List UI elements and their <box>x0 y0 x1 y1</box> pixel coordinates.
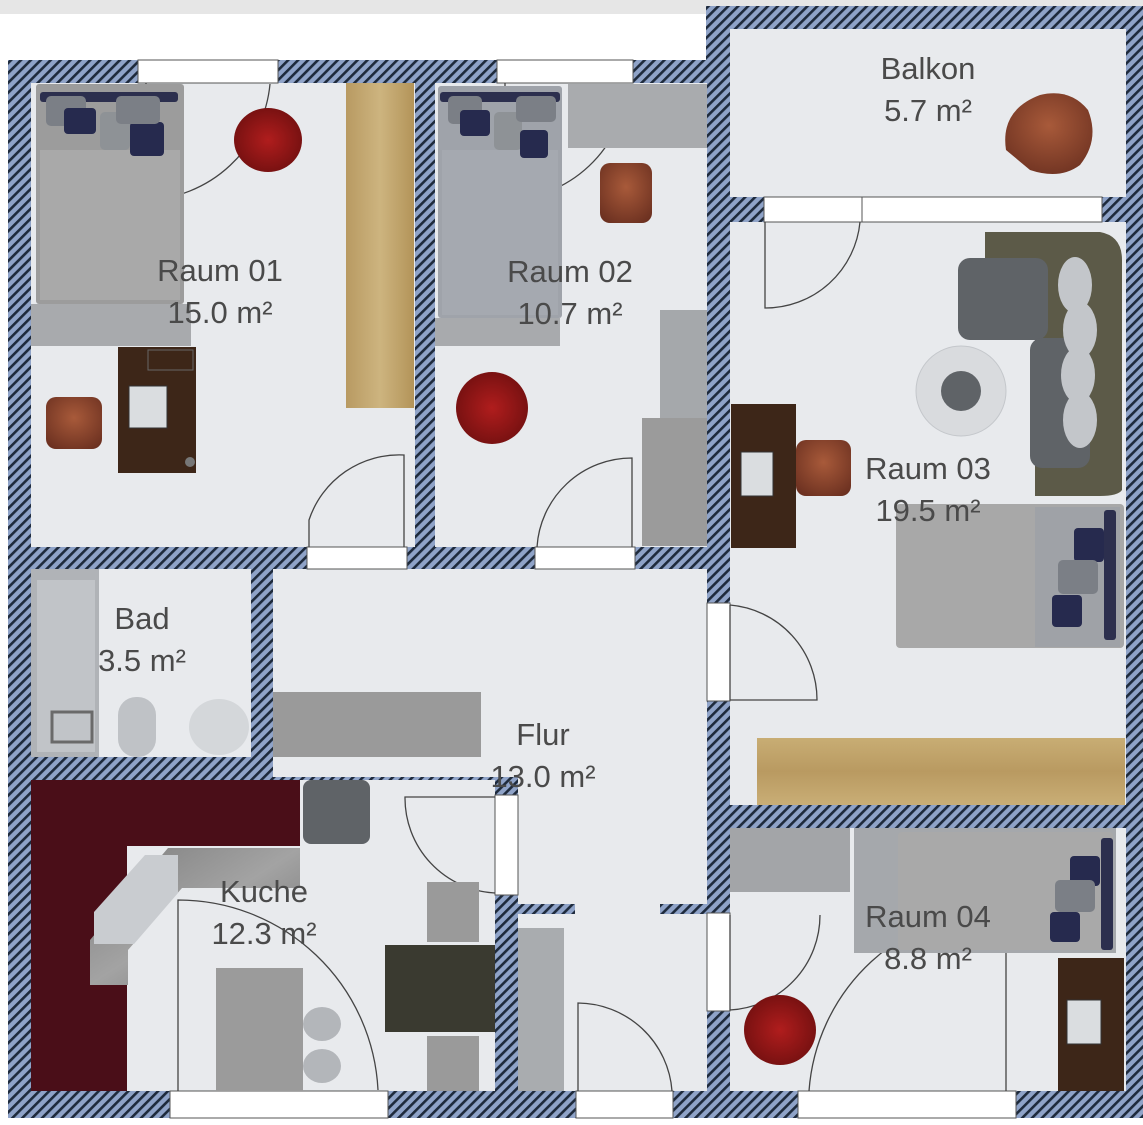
laptop <box>128 385 168 429</box>
toilet <box>118 697 156 757</box>
sink <box>189 699 249 755</box>
pillow-dark <box>64 108 96 134</box>
door-frame-raum-01 <box>306 546 408 570</box>
kuche-furniture <box>31 780 495 1091</box>
wardrobe-raum-02 <box>642 418 707 546</box>
window-flur <box>575 1090 674 1119</box>
desk-chair-raum-01 <box>46 397 102 449</box>
rug-raum-02 <box>435 318 560 346</box>
cabinet-raum-02 <box>660 310 707 418</box>
red-chair-raum-04 <box>744 995 816 1065</box>
window-balkon-2 <box>861 196 1103 223</box>
sideboard-flur <box>273 692 481 757</box>
wall-stub-flur <box>660 904 707 914</box>
window-raum-02 <box>496 59 634 84</box>
raum-02-furniture <box>435 84 707 546</box>
balkon-furniture <box>1005 93 1093 174</box>
window-balkon-1 <box>763 196 865 223</box>
wardrobe-raum-01 <box>346 83 414 408</box>
bad-furniture <box>31 569 249 757</box>
wardrobe-raum-03 <box>757 738 1125 805</box>
raum-01-furniture <box>31 83 414 473</box>
raum-03-furniture <box>731 232 1125 805</box>
kitchen-sink <box>94 855 178 944</box>
kitchen-counter <box>31 780 300 1091</box>
kitchen-island <box>216 968 303 1091</box>
red-chair-raum-02 <box>456 372 528 444</box>
sofa-seat-1 <box>958 258 1048 340</box>
window-raum-01 <box>137 59 279 84</box>
trash-bin <box>303 780 370 844</box>
cabinet-raum-04 <box>730 828 850 892</box>
door-frame-raum-03 <box>706 602 731 702</box>
lounge-chair-balkon <box>1005 93 1093 174</box>
door-frame-raum-04 <box>706 912 731 1012</box>
red-chair-raum-01 <box>234 108 302 172</box>
door-frame-kuche <box>494 794 519 896</box>
dining-table <box>385 945 495 1032</box>
chair-raum-02 <box>600 163 652 223</box>
window-raum-04 <box>797 1090 1017 1119</box>
windows <box>137 59 1103 1119</box>
desk-chair-raum-03 <box>796 440 851 496</box>
door-frame-raum-02 <box>534 546 636 570</box>
shoe-cabinet-flur <box>518 928 564 1091</box>
wall-stub-kuche <box>495 904 575 914</box>
window-kuche <box>169 1090 389 1119</box>
shelf-raum-02 <box>568 84 707 148</box>
raum-04-furniture <box>730 828 1124 1091</box>
flur-furniture <box>273 692 564 1091</box>
rug-raum-01 <box>31 304 191 346</box>
